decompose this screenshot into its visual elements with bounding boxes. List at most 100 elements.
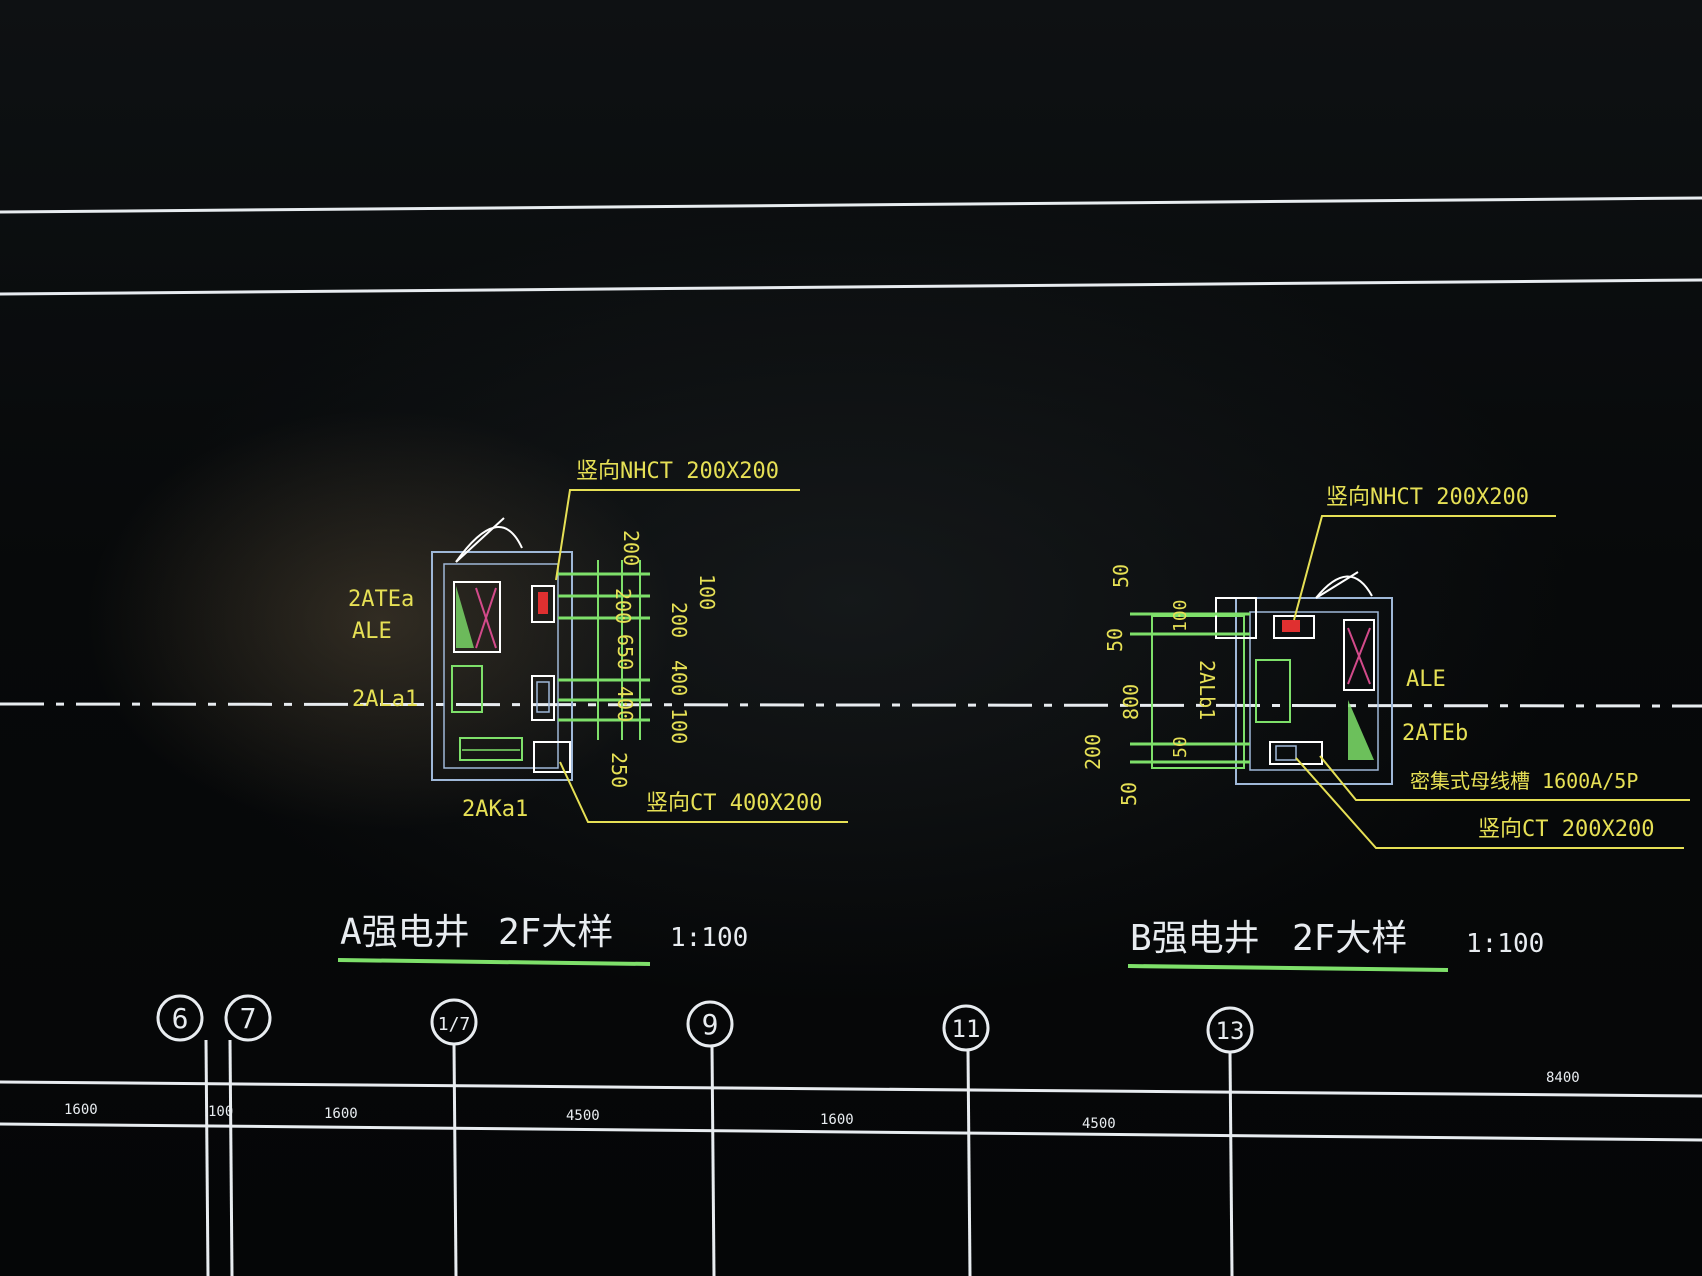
detail-b-panel-label-3: 2ALb1 [1195, 660, 1219, 720]
detail-a-leader-bottom [559, 761, 848, 823]
grid-line-3 [452, 1043, 458, 1276]
detail-b-dim-1: 50 [1109, 564, 1133, 588]
grid-bubble-4 [686, 1000, 734, 1048]
detail-b-leader-top [1293, 515, 1556, 621]
center-axis-line [0, 702, 1702, 708]
bottom-dim-5: 1600 [820, 1112, 854, 1128]
detail-a-scale: 1:100 [670, 923, 748, 953]
bottom-dim-7: 8400 [1546, 1070, 1580, 1086]
detail-a-panel-x-hatch [456, 586, 474, 648]
detail-b-tray-bars [1130, 612, 1250, 764]
bottom-dim-4: 4500 [566, 1108, 600, 1124]
grid-bubble-3 [430, 998, 478, 1046]
grid-bubble-2 [224, 994, 272, 1042]
detail-a-tray-top-label: 竖向NHCT 200X200 [576, 459, 779, 484]
detail-a-room-inner [443, 563, 559, 769]
grid-label-6: 13 [1216, 1017, 1245, 1045]
detail-a-tray-bars [558, 572, 650, 722]
grid-axes: 6 7 1/7 9 11 13 [156, 994, 1254, 1276]
detail-a-dim-2: 200 [611, 588, 635, 624]
detail-b-red-box [1273, 615, 1315, 639]
detail-b-subtitle: 2F大样 [1292, 918, 1407, 959]
grid-line-5 [966, 1049, 972, 1276]
detail-a-room-outer [431, 551, 573, 781]
detail-b-dim-4: 200 [1081, 734, 1105, 770]
top-boundary-line-2 [0, 278, 1702, 296]
detail-a-panel-x [453, 581, 501, 653]
grid-label-4: 9 [702, 1008, 719, 1041]
detail-a-green-box-2 [459, 737, 523, 761]
detail-a-red-box [531, 585, 555, 623]
grid-line-6 [1228, 1051, 1234, 1276]
detail-b[interactable]: 竖向NHCT 200X200 密集式母线槽 1600A/5P 竖向CT 200X… [1081, 485, 1690, 972]
detail-b-dim-6: 100 [1170, 599, 1191, 632]
grid-label-2: 7 [240, 1002, 257, 1035]
detail-b-busway-label: 密集式母线槽 1600A/5P [1410, 769, 1638, 793]
detail-b-room-outer [1235, 597, 1393, 785]
detail-b-tray-bottom-label: 竖向CT 200X200 [1478, 817, 1654, 842]
detail-b-leader-bottom [1295, 757, 1684, 849]
grid-label-3: 1/7 [438, 1014, 471, 1035]
detail-b-title-underline [1127, 964, 1449, 972]
bottom-dim-1: 1600 [64, 1102, 98, 1118]
detail-a-panel-label-1: 2ATEa [348, 587, 414, 612]
detail-b-door-leaf [1315, 571, 1359, 599]
detail-a-leader-top [555, 489, 800, 581]
detail-a-panel-x-cross [475, 587, 497, 649]
detail-b-top-box [1215, 597, 1257, 639]
grid-bubble-1 [156, 994, 204, 1042]
detail-a-dim-7: 100 [695, 574, 719, 610]
bottom-dim-line-2 [0, 1122, 1702, 1142]
bottom-dim-3: 1600 [324, 1106, 358, 1122]
detail-b-dim-3: 800 [1119, 684, 1143, 720]
detail-a-dim-3: 650 [613, 634, 637, 670]
detail-a-mid-fill [536, 681, 550, 713]
detail-a-subtitle: 2F大样 [498, 912, 613, 953]
detail-b-panel-label-1: ALE [1406, 667, 1446, 692]
detail-a-low-box [533, 741, 571, 773]
detail-a-tray-verticals [597, 560, 641, 740]
detail-b-door-arc [1315, 575, 1373, 599]
detail-b-leader-busway [1319, 755, 1690, 801]
detail-a-title-underline [337, 958, 651, 966]
detail-b-busway-box [1269, 741, 1323, 765]
grid-label-5: 11 [952, 1015, 981, 1043]
detail-a-mid-box [531, 675, 555, 721]
detail-a-panel-label-2: ALE [352, 619, 392, 644]
detail-b-tray-frame [1151, 615, 1245, 769]
detail-a[interactable]: 竖向NHCT 200X200 竖向CT 400X200 2ATEa ALE 2A… [337, 459, 848, 966]
grid-line-2 [228, 1039, 234, 1276]
detail-a-dim-6: 400 [667, 660, 691, 696]
grid-line-4 [710, 1045, 716, 1276]
detail-b-dim-5: 50 [1117, 782, 1141, 806]
detail-a-panel-label-3: 2ALa1 [352, 687, 418, 712]
detail-a-dim-9: 250 [607, 752, 631, 788]
detail-a-green-box-1 [451, 665, 483, 713]
detail-b-panel-x-cross [1347, 627, 1371, 685]
detail-b-panel-x [1343, 619, 1375, 691]
detail-b-dim-2: 50 [1103, 628, 1127, 652]
top-boundary-line-1 [0, 196, 1702, 214]
detail-a-red-fill [538, 592, 548, 614]
detail-a-door-leaf [455, 517, 505, 563]
detail-b-panel-label-2: 2ATEb [1402, 721, 1468, 746]
grid-bubble-5 [942, 1004, 990, 1052]
grid-bubble-6 [1206, 1006, 1254, 1054]
detail-b-panel-x-hatch [1348, 700, 1374, 760]
bottom-dim-line-1 [0, 1080, 1702, 1098]
detail-b-scale: 1:100 [1466, 929, 1544, 959]
bottom-dim-6: 4500 [1082, 1116, 1116, 1132]
detail-b-green-box [1255, 659, 1291, 723]
detail-a-title: A强电井 [340, 912, 470, 953]
detail-a-tray-bottom-label: 竖向CT 400X200 [646, 791, 822, 816]
detail-b-dim-7: 50 [1170, 736, 1191, 758]
detail-b-tray-top-label: 竖向NHCT 200X200 [1326, 485, 1529, 510]
detail-a-panel-label-4: 2AKa1 [462, 797, 528, 822]
detail-b-title: B强电井 [1130, 918, 1260, 959]
detail-a-dim-1: 200 [619, 530, 643, 566]
detail-a-dim-8: 100 [667, 708, 691, 744]
grid-line-1 [204, 1039, 210, 1276]
detail-b-room-inner [1249, 611, 1379, 771]
